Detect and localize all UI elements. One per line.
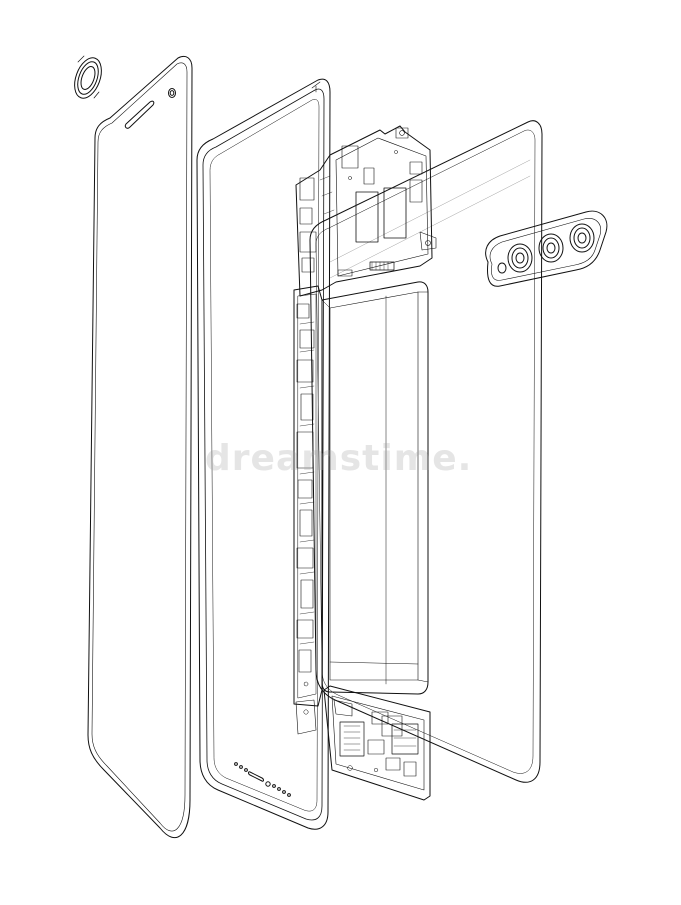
rear-camera-module [485, 210, 608, 287]
front-speaker-grille [124, 100, 155, 129]
front-camera-hole [168, 88, 176, 98]
rear-glass-panel [309, 120, 543, 783]
battery [321, 281, 429, 695]
logic-board [295, 125, 437, 297]
side-circuit-strip [293, 285, 323, 735]
bottom-charging-board [323, 685, 431, 801]
usb-port [248, 771, 264, 782]
bottom-port-grille [234, 762, 291, 797]
front-glass-panel [87, 55, 193, 839]
display-frame [196, 78, 331, 830]
fingerprint-sensor [74, 55, 102, 99]
